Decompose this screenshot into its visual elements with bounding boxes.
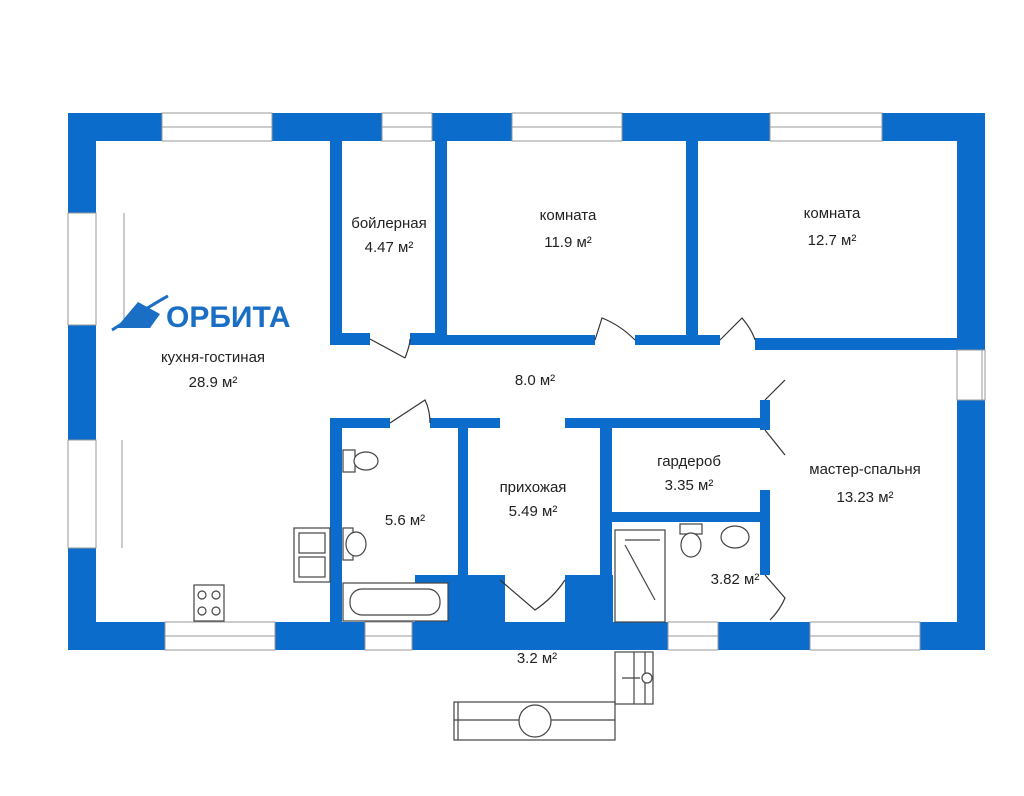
sink-icon (342, 527, 367, 561)
logo-text: ОРБИТА (166, 301, 291, 334)
door-swing (764, 429, 786, 456)
room-area: 5.49 м² (509, 503, 558, 520)
room-name: прихожая (500, 479, 567, 496)
fixtures (193, 449, 750, 741)
wall (330, 141, 342, 343)
door-swing (499, 579, 566, 611)
wall (686, 141, 698, 343)
wall (698, 335, 720, 345)
wall (330, 420, 342, 622)
kitchen-sink-icon (293, 527, 331, 583)
wall (600, 420, 612, 580)
window (956, 349, 986, 401)
wall (565, 418, 770, 428)
room-name: бойлерная (351, 215, 427, 232)
wall (612, 512, 770, 522)
wall (410, 333, 447, 345)
door-swing (594, 317, 636, 341)
wall (585, 575, 613, 650)
porch-icon (453, 701, 616, 741)
wall (760, 400, 770, 430)
wall (635, 335, 698, 345)
shower-icon (614, 529, 666, 623)
wall (435, 141, 447, 343)
wall (760, 490, 770, 575)
room-area: 4.47 м² (365, 239, 414, 256)
doors (369, 317, 786, 621)
room-name: мастер-спальня (809, 461, 920, 478)
door-swing (764, 379, 786, 401)
logo: ОРБИТА (111, 294, 291, 334)
logo-orbit-icon (111, 294, 169, 332)
stove-icon (193, 584, 225, 622)
window (67, 212, 97, 326)
door-swing (389, 399, 431, 424)
room-labels: кухня-гостиная 28.9 м² бойлерная 4.47 м²… (161, 205, 921, 667)
door-swing (764, 574, 786, 621)
steps-icon (614, 651, 654, 705)
room-area: 3.2 м² (517, 650, 557, 667)
wall (458, 420, 468, 575)
room-area: 3.35 м² (665, 477, 714, 494)
bathtub-icon (342, 582, 449, 622)
door-swing (369, 338, 411, 359)
wall (755, 338, 958, 350)
wall (760, 345, 770, 350)
window (67, 439, 97, 549)
room-name: комната (540, 207, 597, 224)
wall (447, 335, 595, 345)
room-name: комната (804, 205, 861, 222)
room-area: 11.9 м² (544, 234, 592, 251)
room-name: кухня-гостиная (161, 349, 265, 366)
room-area: 28.9 м² (189, 374, 238, 391)
toilet-icon (342, 449, 379, 473)
sink-icon (720, 525, 750, 549)
toilet-icon (679, 523, 703, 558)
room-area: 13.23 м² (836, 489, 893, 506)
room-area: 8.0 м² (515, 372, 555, 389)
wall (68, 113, 96, 650)
room-area: 3.82 м² (711, 571, 760, 588)
wall (330, 418, 390, 428)
door-swing (719, 317, 756, 341)
windows (67, 112, 986, 651)
room-name: гардероб (657, 453, 721, 470)
wall (330, 333, 370, 345)
room-area: 5.6 м² (385, 512, 425, 529)
room-area: 12.7 м² (808, 232, 857, 249)
